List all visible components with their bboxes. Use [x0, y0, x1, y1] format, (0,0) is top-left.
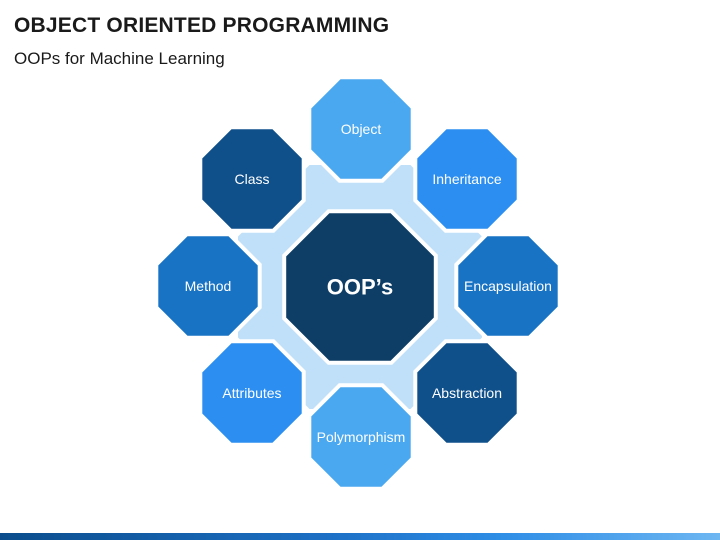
octagon-method: [154, 232, 262, 340]
node-abstraction-label: Abstraction: [432, 385, 502, 401]
center-node: OOP’s: [282, 209, 438, 365]
node-method-label: Method: [185, 278, 232, 294]
node-class: Class: [198, 125, 306, 233]
page-title: OBJECT ORIENTED PROGRAMMING: [14, 14, 390, 37]
center-octagon: [282, 209, 438, 365]
center-label: OOP’s: [327, 275, 393, 300]
node-abstraction: Abstraction: [413, 339, 521, 447]
node-object: Object: [307, 75, 415, 183]
node-method: Method: [154, 232, 262, 340]
node-encapsulation: Encapsulation: [454, 232, 562, 340]
octagon-abstraction: [413, 339, 521, 447]
page-subtitle: OOPs for Machine Learning: [14, 49, 225, 68]
octagon-encapsulation: [454, 232, 562, 340]
node-encapsulation-label: Encapsulation: [464, 278, 552, 294]
diagram-nodes: Object Inheritance Encapsulation Abstrac…: [154, 75, 562, 491]
node-inheritance: Inheritance: [413, 125, 521, 233]
node-object-label: Object: [341, 121, 382, 137]
octagon-inheritance: [413, 125, 521, 233]
node-attributes-label: Attributes: [222, 385, 281, 401]
node-attributes: Attributes: [198, 339, 306, 447]
octagon-polymorphism: [307, 383, 415, 491]
node-class-label: Class: [234, 171, 269, 187]
octagon-attributes: [198, 339, 306, 447]
node-inheritance-label: Inheritance: [432, 171, 501, 187]
node-polymorphism: Polymorphism: [307, 383, 415, 491]
bottom-accent-bar: [0, 533, 720, 540]
octagon-object: [307, 75, 415, 183]
node-polymorphism-label: Polymorphism: [317, 429, 406, 445]
octagon-class: [198, 125, 306, 233]
